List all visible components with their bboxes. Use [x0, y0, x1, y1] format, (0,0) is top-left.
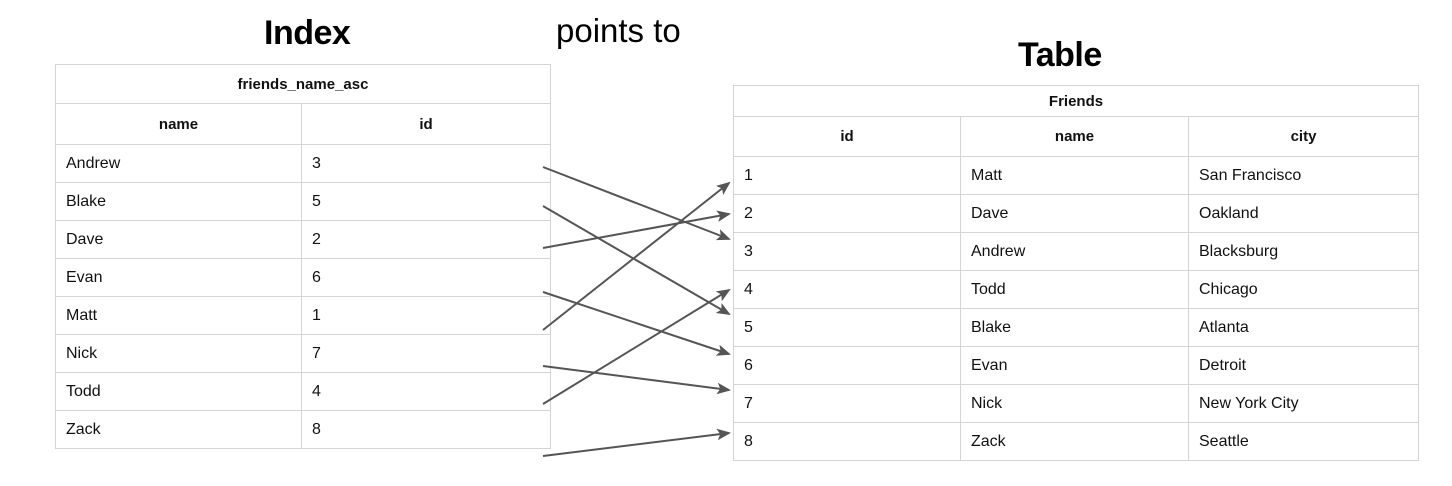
friends-header-row: id name city [733, 116, 1419, 157]
friends-cell-name: Zack [960, 422, 1189, 461]
index-heading: Index [264, 14, 351, 52]
friends-name-cell: Friends [733, 85, 1419, 117]
friends-cell-id: 6 [733, 346, 961, 385]
table-row: Matt 1 [55, 296, 551, 335]
table-row: Evan 6 [55, 258, 551, 297]
index-cell-id: 2 [301, 220, 551, 259]
pointer-arrow-todd-to-id-4 [542, 288, 731, 405]
pointer-arrow-blake-to-id-5 [542, 205, 731, 316]
friends-cell-id: 1 [733, 156, 961, 195]
friends-cell-name: Matt [960, 156, 1189, 195]
index-cell-id: 4 [301, 372, 551, 411]
table-row: 7 Nick New York City [733, 384, 1419, 423]
points-to-label: points to [556, 12, 681, 49]
friends-table-body: Friends id name city 1 Matt San Francisc… [733, 85, 1419, 461]
table-row: Dave 2 [55, 220, 551, 259]
friends-cell-id: 7 [733, 384, 961, 423]
table-row: Todd 4 [55, 372, 551, 411]
table-row: 2 Dave Oakland [733, 194, 1419, 233]
arrow-group [542, 166, 731, 457]
table-row: Zack 8 [55, 410, 551, 449]
friends-cell-city: Detroit [1188, 346, 1419, 385]
table-row: Blake 5 [55, 182, 551, 221]
pointer-arrow-evan-to-id-6 [542, 291, 731, 356]
friends-cell-id: 2 [733, 194, 961, 233]
table-row: 3 Andrew Blacksburg [733, 232, 1419, 271]
friends-cell-name: Dave [960, 194, 1189, 233]
friends-col-header-city: city [1188, 116, 1419, 157]
friends-cell-name: Nick [960, 384, 1189, 423]
index-table-name-row: friends_name_asc [55, 64, 551, 104]
friends-cell-id: 5 [733, 308, 961, 347]
index-col-header-id: id [301, 103, 551, 145]
friends-cell-name: Evan [960, 346, 1189, 385]
table-row: 1 Matt San Francisco [733, 156, 1419, 195]
friends-col-header-name: name [960, 116, 1189, 157]
index-cell-id: 7 [301, 334, 551, 373]
table-row: Nick 7 [55, 334, 551, 373]
index-cell-name: Zack [55, 410, 302, 449]
index-name-cell: friends_name_asc [55, 64, 551, 104]
table-row: Andrew 3 [55, 144, 551, 183]
index-cell-id: 6 [301, 258, 551, 297]
friends-cell-name: Todd [960, 270, 1189, 309]
index-cell-name: Dave [55, 220, 302, 259]
table-row: 8 Zack Seattle [733, 422, 1419, 461]
index-header-row: name id [55, 103, 551, 145]
friends-cell-city: Oakland [1188, 194, 1419, 233]
friends-cell-city: Atlanta [1188, 308, 1419, 347]
index-col-header-name: name [55, 103, 302, 145]
index-table: friends_name_asc name id Andrew 3 Blake … [55, 64, 551, 449]
index-cell-name: Blake [55, 182, 302, 221]
index-cell-name: Todd [55, 372, 302, 411]
friends-cell-id: 3 [733, 232, 961, 271]
friends-table-name-row: Friends [733, 85, 1419, 117]
pointer-arrow-nick-to-id-7 [542, 365, 731, 395]
friends-cell-name: Andrew [960, 232, 1189, 271]
index-cell-name: Andrew [55, 144, 302, 183]
index-cell-id: 3 [301, 144, 551, 183]
friends-cell-city: Chicago [1188, 270, 1419, 309]
index-cell-name: Matt [55, 296, 302, 335]
friends-cell-id: 8 [733, 422, 961, 461]
friends-cell-id: 4 [733, 270, 961, 309]
table-row: 5 Blake Atlanta [733, 308, 1419, 347]
friends-cell-city: San Francisco [1188, 156, 1419, 195]
table-heading: Table [1018, 36, 1102, 74]
index-cell-name: Nick [55, 334, 302, 373]
table-row: 4 Todd Chicago [733, 270, 1419, 309]
index-cell-id: 8 [301, 410, 551, 449]
index-cell-id: 1 [301, 296, 551, 335]
index-cell-name: Evan [55, 258, 302, 297]
pointer-arrow-dave-to-id-2 [542, 210, 731, 249]
index-table-body: friends_name_asc name id Andrew 3 Blake … [55, 64, 551, 449]
friends-cell-city: Blacksburg [1188, 232, 1419, 271]
friends-cell-city: Seattle [1188, 422, 1419, 461]
pointer-arrow-matt-to-id-1 [542, 181, 731, 331]
index-cell-id: 5 [301, 182, 551, 221]
table-row: 6 Evan Detroit [733, 346, 1419, 385]
friends-table: Friends id name city 1 Matt San Francisc… [733, 85, 1419, 461]
friends-col-header-id: id [733, 116, 961, 157]
friends-cell-name: Blake [960, 308, 1189, 347]
pointer-arrow-andrew-to-id-3 [542, 166, 731, 241]
pointer-arrow-zack-to-id-8 [542, 428, 731, 457]
friends-cell-city: New York City [1188, 384, 1419, 423]
